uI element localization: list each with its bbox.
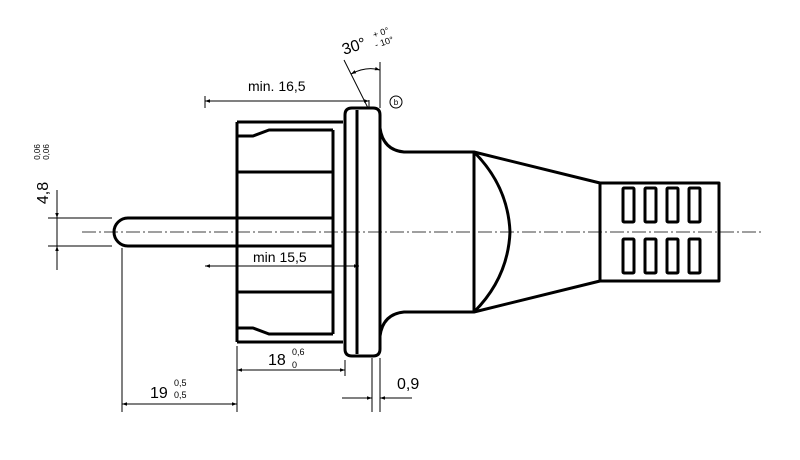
dim-text-angle: 30°	[340, 35, 368, 59]
contact-pin	[112, 216, 237, 248]
dim-flange-gap: 0,9	[342, 358, 419, 412]
dim-text-19-tol-upper: 0,5	[174, 378, 187, 388]
dim-text-4-8-tol-lower: 0,06	[42, 144, 51, 160]
dim-text-18: 18	[268, 352, 286, 369]
dim-text-min-15-5: min 15,5	[253, 249, 307, 265]
dim-text-4-8: 4,8	[35, 182, 52, 204]
dim-text-min-16-5: min. 16,5	[248, 78, 306, 94]
plug-body	[378, 127, 721, 337]
dim-text-4-8-tol-upper: 0,06	[33, 144, 42, 160]
dim-text-18-tol-lower: 0	[292, 360, 297, 370]
dim-text-19: 19	[150, 385, 168, 402]
dim-text-18-tol-upper: 0,6	[292, 347, 305, 357]
plug-shroud	[235, 120, 343, 344]
dim-pin-diameter: 4,8 0,06 0,06	[33, 144, 112, 270]
dim-text-0-9: 0,9	[397, 376, 419, 393]
dim-pin-length: 19 0,5 0,5	[121, 248, 238, 412]
grip-slots	[621, 186, 702, 275]
dim-min-face-length: min 15,5	[205, 249, 359, 268]
dim-min-shroud-length: min. 16,5	[204, 78, 370, 108]
note-marker-text: b	[394, 98, 399, 107]
dim-text-19-tol-lower: 0,5	[174, 390, 187, 400]
flange	[343, 106, 382, 358]
note-marker-circle	[389, 95, 403, 109]
dim-shroud-length: 18 0,6 0	[236, 346, 346, 376]
dim-text-angle-tol-upper: + 0°	[372, 25, 391, 40]
dim-angle: 30° + 0° - 10° b	[340, 25, 403, 109]
